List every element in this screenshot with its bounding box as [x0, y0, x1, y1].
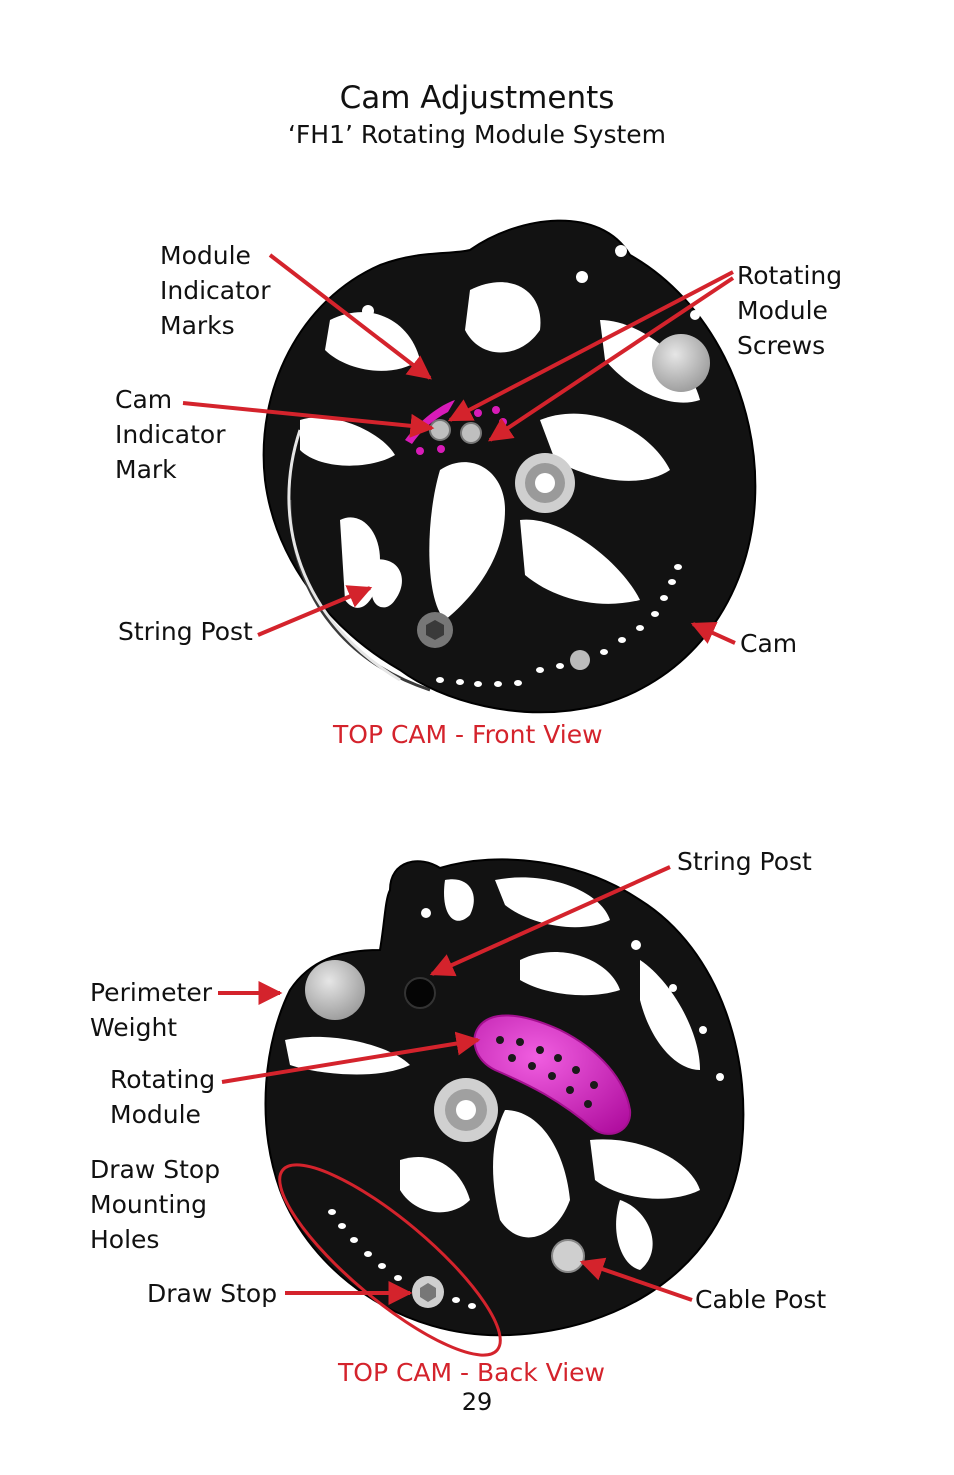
page-subtitle: ‘FH1’ Rotating Module System	[287, 120, 667, 149]
label-line: Mounting	[90, 1190, 208, 1219]
label-line: Module	[110, 1100, 201, 1129]
label-line: Weight	[90, 1013, 178, 1042]
label-rotating-module: Rotating Module	[110, 1062, 215, 1132]
page-number: 29	[461, 1388, 493, 1416]
label-draw-stop-mounting-holes: Draw Stop Mounting Holes	[90, 1152, 220, 1257]
label-line: Indicator	[160, 276, 271, 305]
label-line: Draw Stop	[90, 1155, 221, 1184]
label-line: Perimeter	[90, 978, 212, 1007]
label-line: Indicator	[115, 420, 226, 449]
label-perimeter-weight: Perimeter Weight	[90, 975, 212, 1045]
label-module-indicator-marks: Module Indicator Marks	[160, 238, 270, 343]
label-cam-indicator-mark: Cam Indicator Mark	[115, 382, 225, 487]
label-cam: Cam	[740, 629, 798, 658]
label-string-post-front: String Post	[118, 617, 253, 646]
caption-front-view: TOP CAM - Front View	[333, 720, 603, 749]
back-arrows	[218, 865, 693, 1305]
caption-back-view: TOP CAM - Back View	[338, 1358, 605, 1387]
front-arrows	[182, 253, 736, 645]
label-line: Rotating	[737, 261, 843, 290]
label-line: Mark	[115, 455, 177, 484]
front-cam	[262, 219, 757, 714]
label-line: Screws	[737, 331, 826, 360]
label-draw-stop: Draw Stop	[147, 1279, 278, 1308]
back-cam	[264, 858, 745, 1357]
label-line: Rotating	[110, 1065, 216, 1094]
label-line: Module	[160, 241, 251, 270]
label-line: Module	[737, 296, 828, 325]
label-line: Marks	[160, 311, 235, 340]
label-rotating-module-screws: Rotating Module Screws	[737, 258, 842, 363]
page-title: Cam Adjustments	[339, 80, 615, 116]
label-line: Cam	[115, 385, 173, 414]
label-string-post-back: String Post	[677, 847, 812, 876]
label-cable-post: Cable Post	[695, 1285, 827, 1314]
label-line: Holes	[90, 1225, 160, 1254]
